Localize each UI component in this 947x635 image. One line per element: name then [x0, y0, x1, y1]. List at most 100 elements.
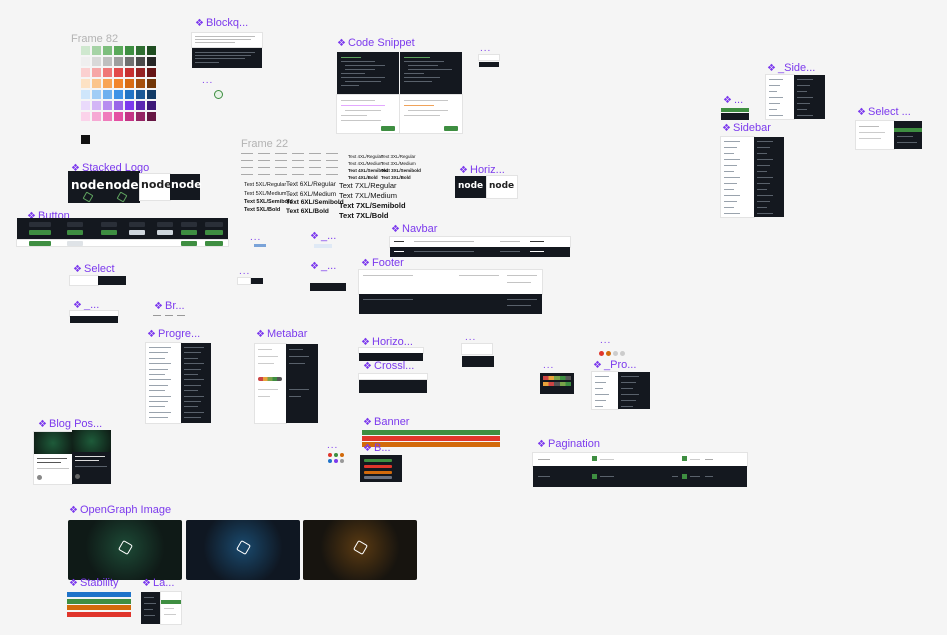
secondary-button[interactable]: [157, 230, 173, 235]
stability-frame-label[interactable]: ❖Stability: [69, 577, 119, 589]
blog-post-dark[interactable]: [72, 430, 111, 484]
selected-language[interactable]: [161, 600, 181, 604]
primary-button[interactable]: [205, 241, 223, 246]
button-set: [17, 218, 228, 240]
sidebar-frame-label[interactable]: ❖Sidebar: [722, 122, 771, 134]
color-swatch: [125, 57, 134, 66]
component-diamond-icon: ❖: [38, 419, 47, 430]
crosslink-dark[interactable]: [359, 380, 427, 393]
color-swatch: [92, 79, 101, 88]
current-page[interactable]: [592, 474, 597, 479]
button-variant[interactable]: [205, 222, 223, 227]
mini-select-dark[interactable]: [251, 278, 263, 284]
button-variant[interactable]: [157, 222, 173, 227]
list-item: [184, 401, 201, 402]
color-swatch: [147, 112, 156, 121]
text-sample: Text 4XL/Regular: [348, 154, 383, 159]
select-light[interactable]: [70, 276, 98, 285]
button-variant[interactable]: [67, 222, 83, 227]
color-swatch: [114, 101, 123, 110]
color-swatch: [114, 79, 123, 88]
color-swatch: [103, 112, 112, 121]
mini-select-light[interactable]: [238, 278, 250, 284]
avatar: [75, 474, 80, 479]
copy-button[interactable]: [444, 126, 458, 131]
button-variant[interactable]: [29, 222, 51, 227]
primary-button[interactable]: [67, 230, 83, 235]
navbar-dark: [390, 247, 570, 257]
list-item: [149, 363, 171, 365]
button-variant[interactable]: [129, 222, 145, 227]
list-item: [757, 159, 773, 160]
code-snippet-frame-label[interactable]: ❖Code Snippet: [337, 37, 415, 49]
button-variant[interactable]: [101, 222, 117, 227]
stability-badge: [67, 611, 131, 617]
blog-post-light[interactable]: [34, 432, 72, 484]
active-nav-item[interactable]: [721, 108, 749, 112]
component-diamond-icon: ❖: [361, 337, 370, 348]
current-page[interactable]: [682, 474, 687, 479]
language-dropdown-light[interactable]: [161, 592, 181, 624]
language-dropdown-dark[interactable]: [141, 592, 161, 624]
metabar-frame-label[interactable]: ❖Metabar: [256, 328, 308, 340]
list-item: [184, 363, 204, 365]
banner-frame-label[interactable]: ❖Banner: [363, 416, 410, 428]
current-page[interactable]: [592, 456, 597, 461]
nav-item-dark[interactable]: [721, 113, 749, 120]
node-logo: node: [141, 178, 172, 191]
underscore-component-label[interactable]: ❖_...: [73, 299, 100, 311]
select-frame-label[interactable]: ❖Select: [73, 263, 115, 275]
horizontal-nav-dark: [359, 353, 423, 361]
component-diamond-icon: ❖: [857, 107, 866, 118]
code-snippet-dark-2: [400, 52, 462, 94]
frame82-title[interactable]: Frame 82: [71, 33, 119, 45]
mini-tab[interactable]: [314, 244, 332, 248]
underscore-frame-label[interactable]: ❖_...: [310, 260, 337, 272]
footer-frame-label[interactable]: ❖Footer: [361, 257, 404, 269]
progress-frame-label[interactable]: ❖Progre...: [147, 328, 201, 340]
current-page[interactable]: [682, 456, 687, 461]
breadcrumbs-frame-label[interactable]: ❖Br...: [154, 300, 185, 312]
nav-dots-frame-label[interactable]: ❖...: [723, 94, 744, 106]
secondary-button[interactable]: [129, 230, 145, 235]
pagination-frame-label[interactable]: ❖Pagination: [537, 438, 600, 450]
secondary-button[interactable]: [67, 241, 83, 246]
primary-button[interactable]: [29, 241, 51, 246]
selected-option[interactable]: [894, 128, 922, 132]
primary-button[interactable]: [101, 230, 117, 235]
select-dark[interactable]: [98, 276, 126, 285]
crosslink-frame-label[interactable]: ❖Crossl...: [363, 360, 415, 372]
progress-dark: [181, 343, 211, 423]
frame22-title[interactable]: Frame 22: [241, 138, 289, 150]
profile-frame-label[interactable]: ❖_Pro...: [593, 359, 637, 371]
icon-row: [599, 351, 629, 357]
primary-button[interactable]: [29, 230, 51, 235]
blog-post-frame-label[interactable]: ❖Blog Pos...: [38, 418, 103, 430]
component-diamond-icon: ❖: [195, 18, 204, 29]
navbar-frame-label[interactable]: ❖Navbar: [391, 223, 438, 235]
mini-toggle[interactable]: [254, 244, 266, 247]
select-open-dark[interactable]: [894, 121, 922, 149]
primary-button[interactable]: [181, 230, 197, 235]
blockquote-frame-label[interactable]: ❖Blockq...: [195, 17, 249, 29]
select-right-frame-label[interactable]: ❖Select ...: [857, 106, 911, 118]
badge-frame-label[interactable]: ❖B...: [363, 442, 391, 454]
nav-underscore-frame-label[interactable]: ❖_...: [310, 230, 337, 242]
text-sample: Text 4XL/Semibold: [348, 168, 388, 173]
opengraph-frame-label[interactable]: ❖OpenGraph Image: [69, 504, 172, 516]
button-variant[interactable]: [181, 222, 197, 227]
copy-button[interactable]: [381, 126, 395, 131]
horizontal-nav-frame-label[interactable]: ❖Horizo...: [361, 336, 413, 348]
list-item: [184, 379, 204, 381]
node-logo: node: [105, 178, 139, 192]
select-open-light[interactable]: [856, 121, 894, 149]
list-item: [149, 357, 165, 359]
primary-button[interactable]: [205, 230, 223, 235]
sidebar-item-frame-label[interactable]: ❖_Side...: [767, 62, 816, 74]
horizontal-logo-frame-label[interactable]: ❖Horiz...: [459, 164, 505, 176]
component-diamond-icon: ❖: [142, 578, 151, 589]
list-item: [769, 115, 783, 116]
language-frame-label[interactable]: ❖La...: [142, 577, 175, 589]
primary-button[interactable]: [181, 241, 197, 246]
crosslink-light[interactable]: [359, 374, 427, 379]
